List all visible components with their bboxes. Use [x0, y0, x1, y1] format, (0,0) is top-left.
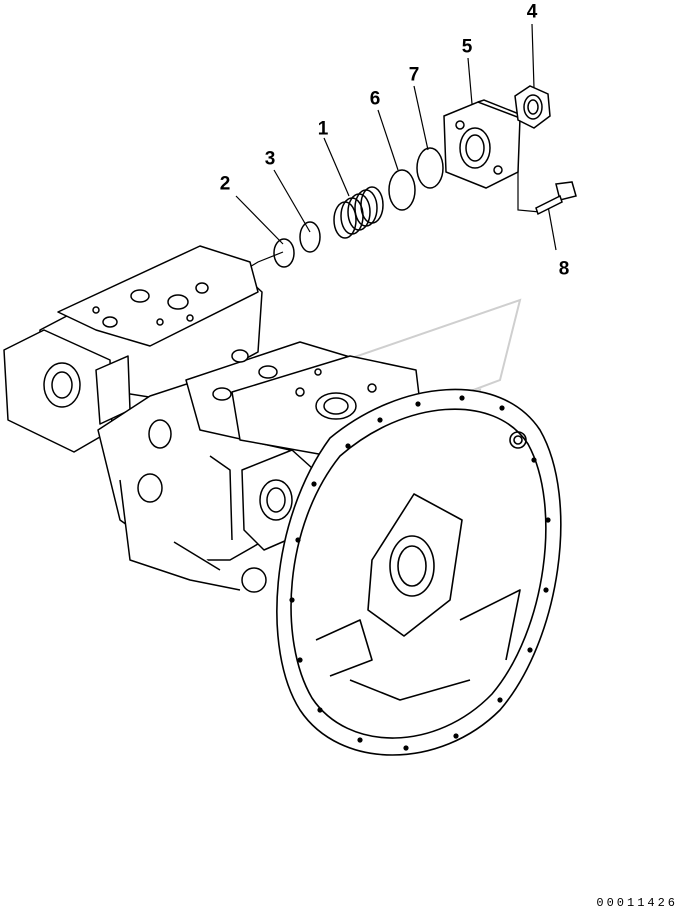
drawing-id-label: 00011426	[596, 896, 678, 910]
callout-3: 3	[264, 148, 276, 170]
callout-6: 6	[369, 88, 381, 110]
part-4-nut	[514, 85, 551, 129]
flywheel-housing	[276, 388, 562, 756]
callout-8: 8	[558, 258, 570, 280]
callout-4: 4	[526, 1, 538, 23]
part-7-o-ring	[416, 147, 444, 189]
part-1-spring	[333, 186, 384, 239]
callout-1: 1	[317, 118, 329, 140]
part-6-o-ring	[388, 169, 416, 211]
callout-7: 7	[408, 64, 420, 86]
callout-2: 2	[219, 173, 231, 195]
part-8-bolt	[535, 181, 577, 216]
callout-5: 5	[461, 36, 473, 58]
part-5-flange	[443, 99, 526, 189]
part-2-o-ring	[273, 238, 295, 268]
part-3-o-ring	[299, 221, 321, 253]
